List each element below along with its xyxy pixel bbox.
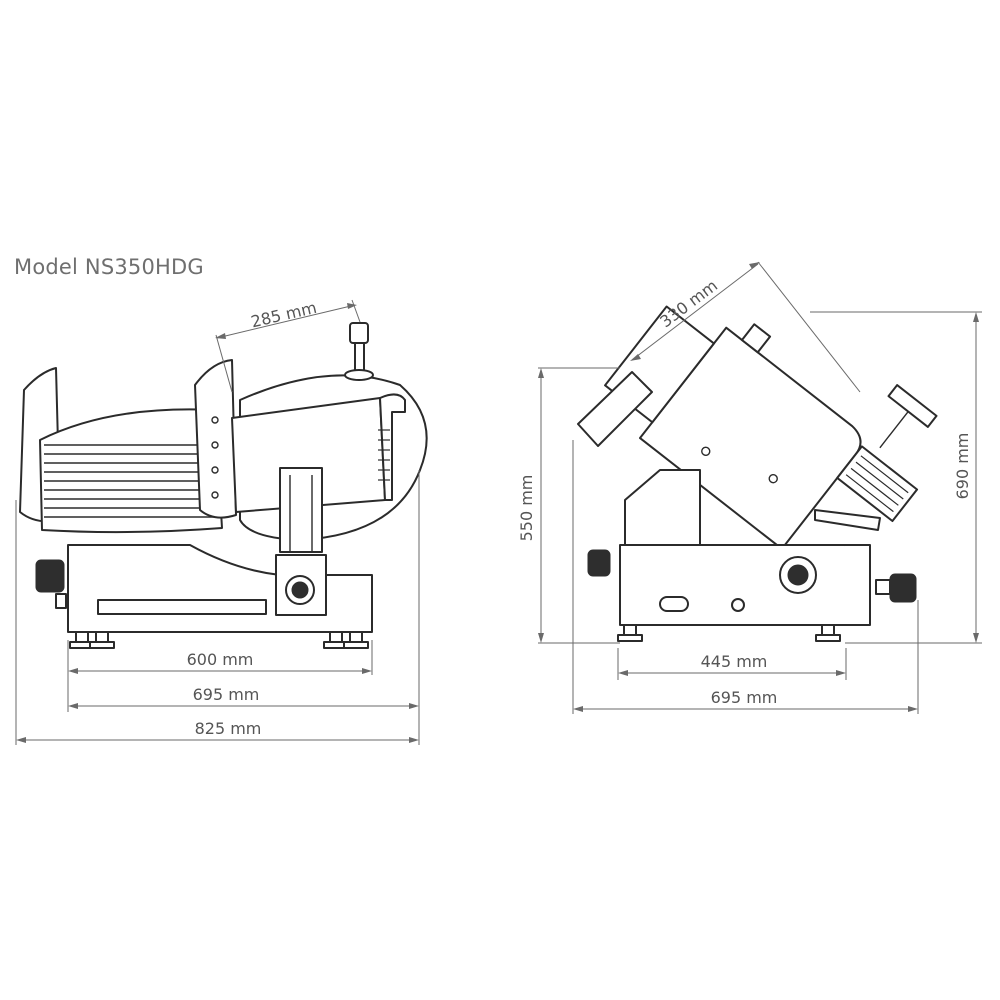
dim-front-overall-label: 825 mm [195,719,262,738]
side-view-drawing [577,305,938,642]
dim-front-top-label: 285 mm [249,298,318,332]
dim-front-base-label: 600 mm [187,650,254,669]
dim-front-mid: 695 mm [68,685,419,709]
dim-front-mid-label: 695 mm [193,685,260,704]
dim-side-base-label: 445 mm [701,652,768,671]
dim-side-left-height: 550 mm [517,368,544,643]
dim-front-overall: 825 mm [16,719,419,743]
dim-front-base: 600 mm [68,650,372,674]
dim-side-width-label: 695 mm [711,688,778,707]
dim-side-right-height: 690 mm [953,312,979,643]
dim-side-right-height-label: 690 mm [953,433,972,500]
dim-front-top: 285 mm [215,298,357,339]
dim-side-width: 695 mm [573,688,918,712]
dim-side-base: 445 mm [618,652,846,676]
model-title: Model NS350HDG [14,255,204,279]
front-view-drawing [19,322,428,649]
dim-side-left-height-label: 550 mm [517,475,536,542]
